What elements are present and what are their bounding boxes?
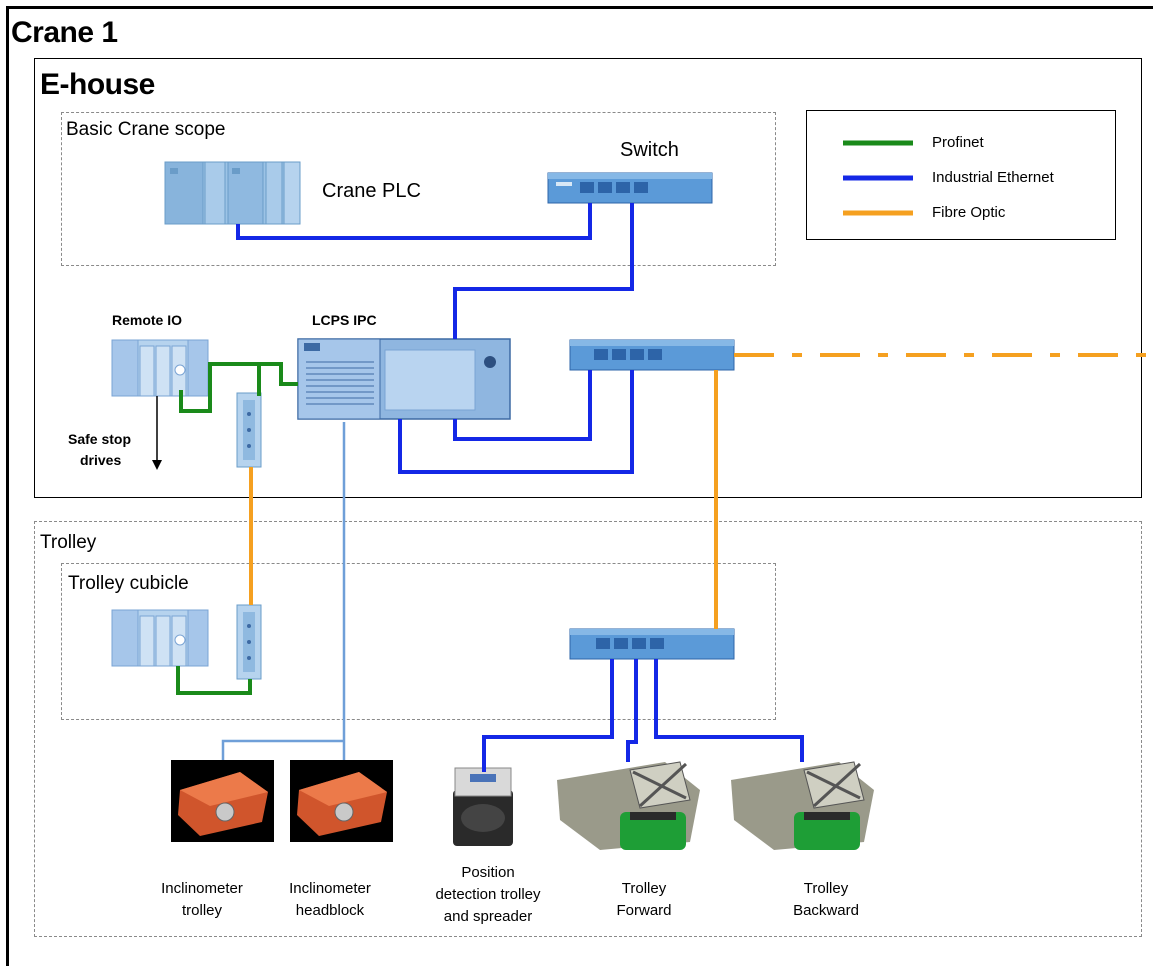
switch-label: Switch: [620, 139, 679, 161]
remote-io-device: [111, 339, 209, 397]
caption-inclinometer-headblock: Inclinometer headblock: [289, 880, 371, 919]
crane-title: Crane 1: [11, 16, 118, 49]
ehouse-frame: [34, 58, 1142, 498]
remote-io-label: Remote IO: [112, 312, 183, 328]
safe-stop-label-1: Safe stop: [68, 431, 132, 447]
trolley-cubicle-io-device: [111, 609, 209, 667]
basic-scope-title: Basic Crane scope: [66, 119, 226, 140]
caption-inclinometer-trolley: Inclinometer trolley: [161, 880, 243, 919]
legend-label-fibre: Fibre Optic: [932, 204, 1006, 221]
legend-label-profinet: Profinet: [932, 134, 984, 151]
trolley-backward-device: [731, 761, 874, 850]
trolley-frame: [34, 521, 1142, 937]
inclinometer-links: [221, 422, 346, 760]
inclinometer-headblock-device: [290, 760, 393, 842]
legend-label-ethernet: Industrial Ethernet: [932, 169, 1054, 186]
switch-trolley-device: [569, 628, 735, 660]
safe-stop-arrow: [152, 396, 162, 470]
caption-trolley-backward: Trolley Backward: [793, 880, 859, 919]
caption-position-detection: Position detection trolley and spreader: [435, 864, 541, 925]
media-converter-ehouse: [236, 392, 262, 468]
position-detection-device: [453, 767, 513, 846]
safe-stop-label-2: drives: [80, 452, 122, 468]
fibre-links: [249, 353, 1153, 629]
trolley-cubicle-frame: [61, 563, 776, 720]
switch-middle-device: [569, 339, 735, 371]
profinet-links: [176, 362, 298, 695]
lcps-ipc-label: LCPS IPC: [312, 312, 377, 328]
switch-top-device: [547, 172, 713, 204]
trolley-cubicle-title: Trolley cubicle: [68, 573, 189, 594]
caption-trolley-forward: Trolley Forward: [616, 880, 672, 919]
inclinometer-trolley-device: [171, 760, 274, 842]
lcps-ipc-device: [297, 338, 511, 420]
trolley-title: Trolley: [40, 532, 97, 553]
trolley-forward-device: [557, 761, 700, 850]
crane-plc-label: Crane PLC: [322, 180, 421, 202]
crane-plc-device: [164, 161, 301, 225]
crane-frame: [6, 6, 1153, 966]
ethernet-links: [236, 203, 804, 772]
basic-scope-frame: [61, 112, 776, 266]
media-converter-trolley: [236, 604, 262, 680]
legend-box: [806, 110, 1116, 240]
ehouse-title: E-house: [40, 68, 155, 101]
